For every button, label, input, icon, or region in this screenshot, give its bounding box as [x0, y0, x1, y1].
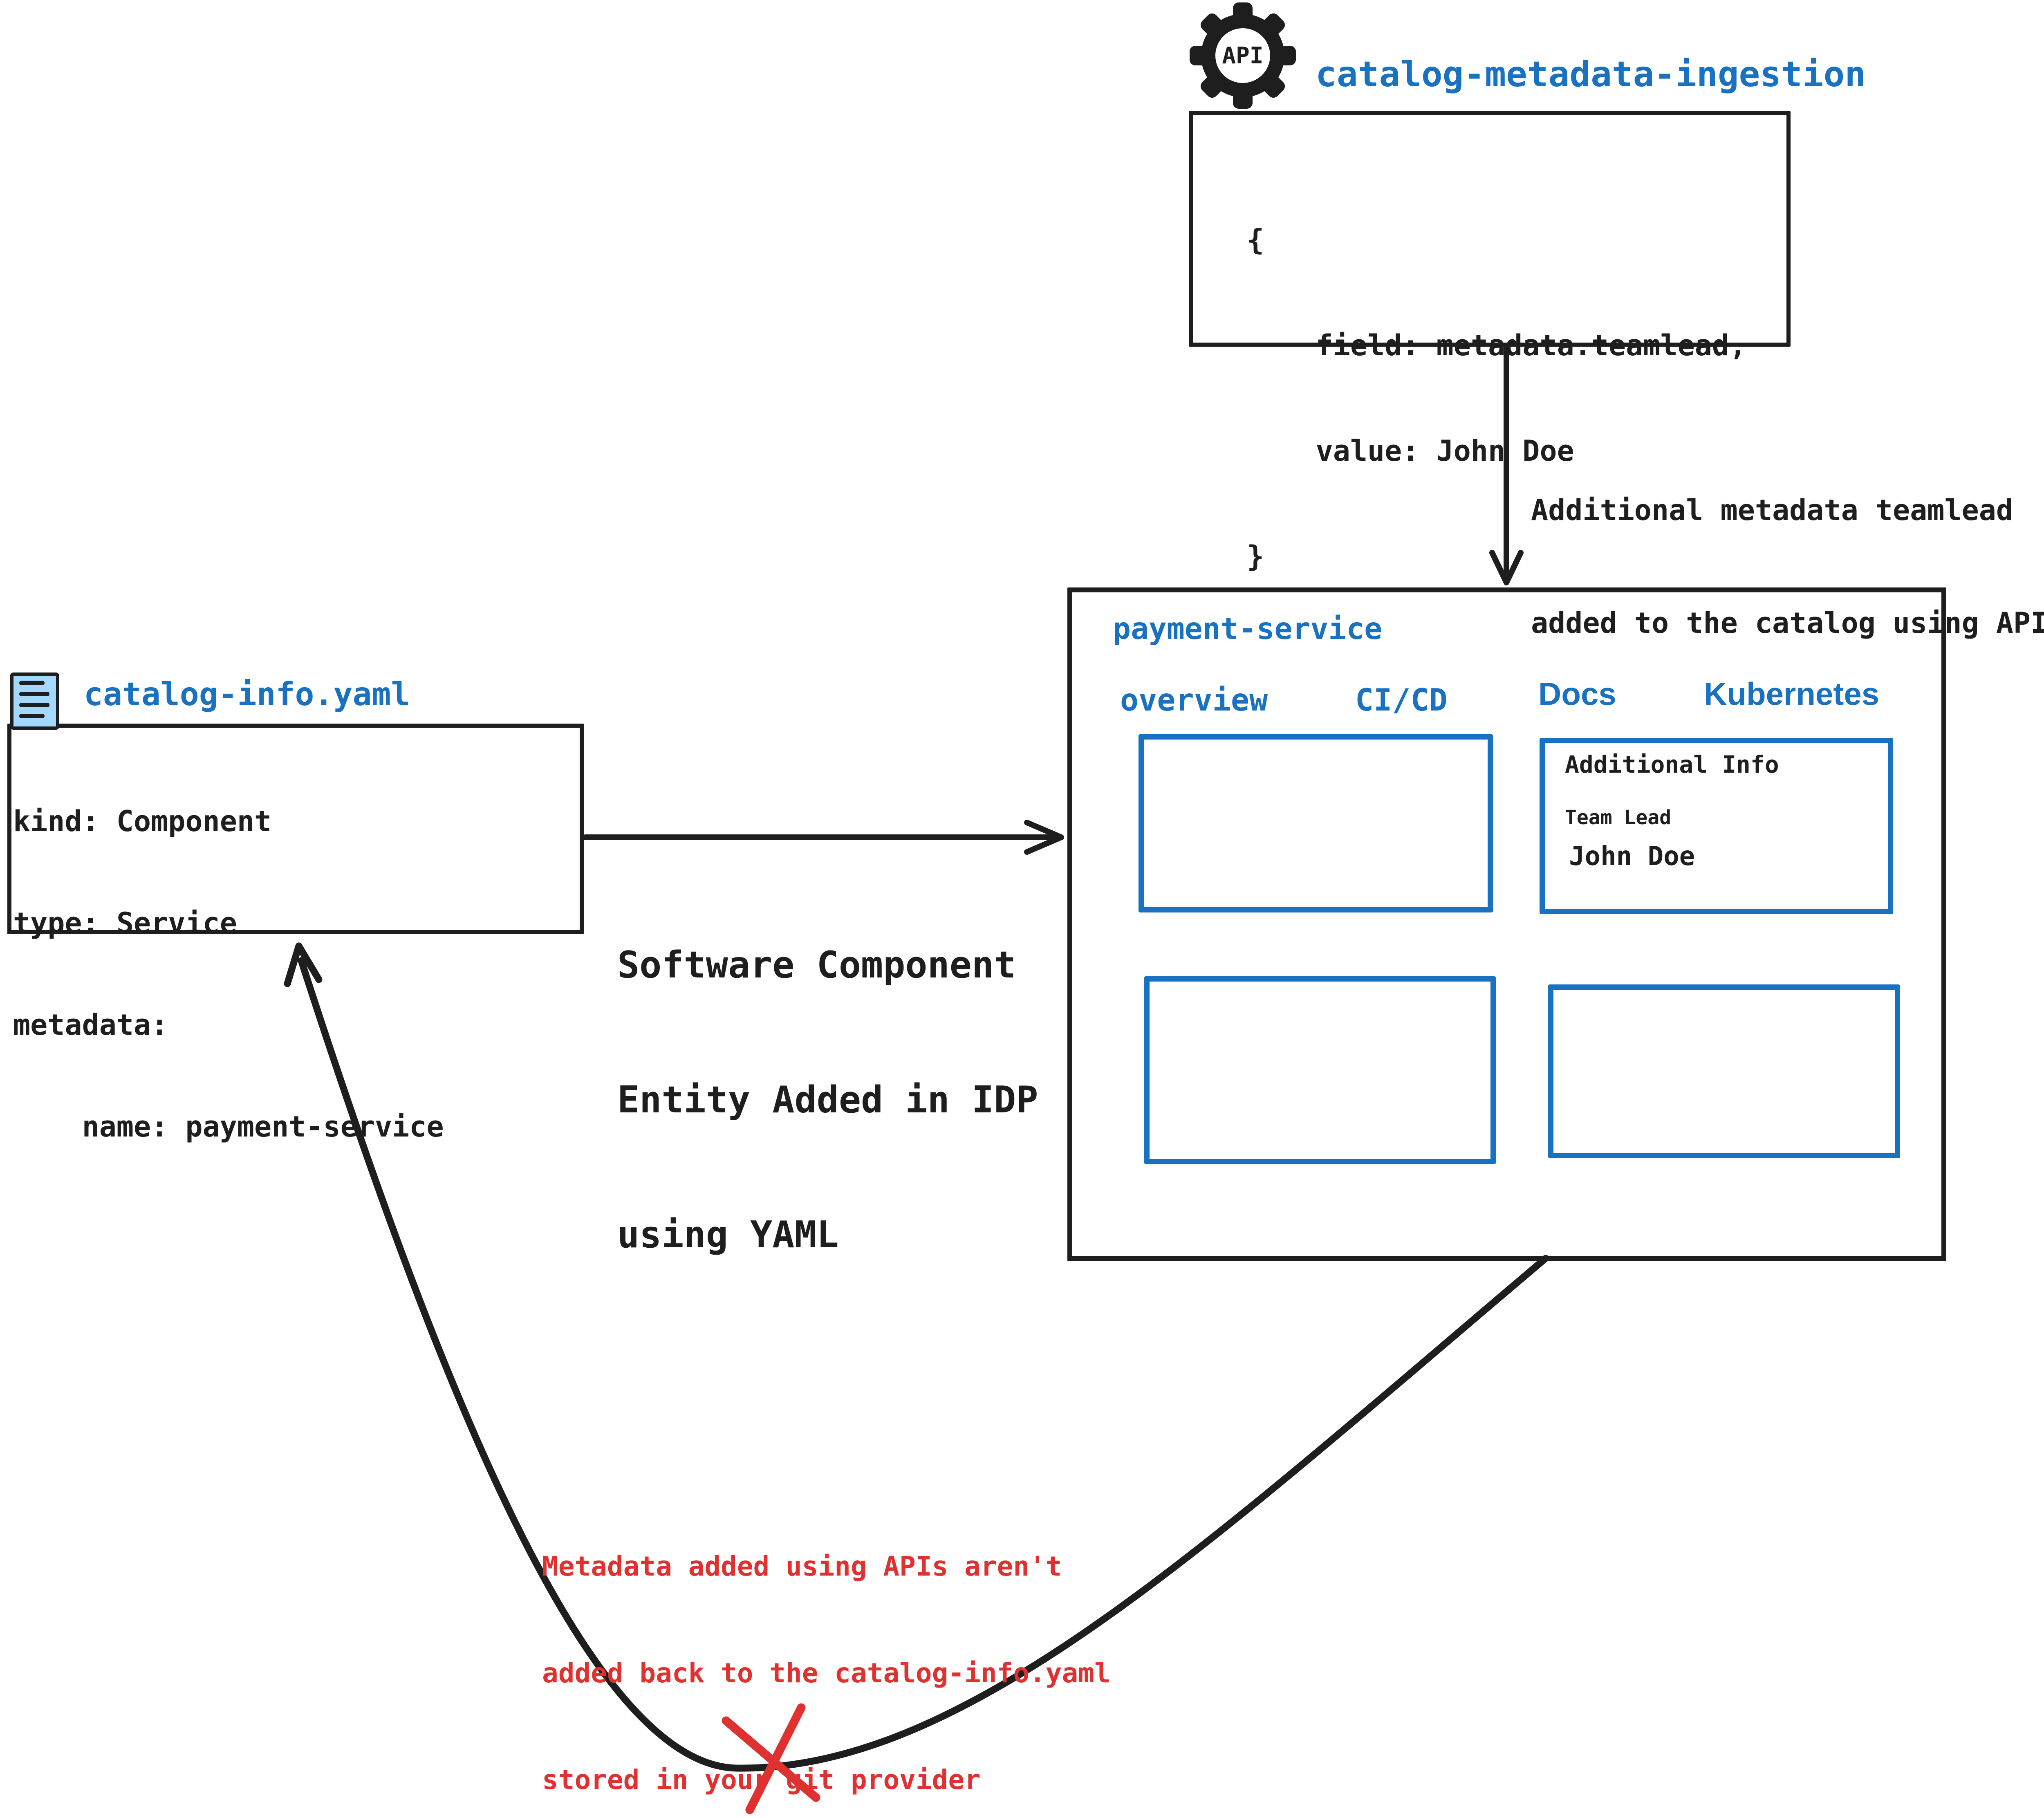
tab-overview: overview	[1120, 682, 1268, 718]
docs-panel	[1540, 738, 1893, 914]
api-arrow-label-line: Additional metadata teamlead	[1531, 493, 2014, 527]
docs-panel-field-value: John Doe	[1569, 841, 1695, 872]
lower-left-panel	[1144, 976, 1496, 1164]
tab-kubernetes: Kubernetes	[1704, 676, 1880, 712]
yaml-code-line: kind: Component	[13, 805, 272, 838]
yaml-code-line: name: payment-service	[13, 1110, 444, 1143]
yaml-arrow-label-line: Software Component	[617, 944, 1016, 986]
tab-cicd: CI/CD	[1355, 682, 1448, 718]
yaml-arrow-label-line: using YAML	[617, 1213, 839, 1256]
api-service-title: catalog-metadata-ingestion	[1316, 54, 1866, 95]
feedback-warning-line: stored in your git provider	[542, 1764, 981, 1796]
yaml-arrow-label-line: Entity Added in IDP	[617, 1078, 1038, 1121]
yaml-code-line: type: Service	[13, 906, 237, 940]
docs-panel-field-label: Team Lead	[1565, 806, 1672, 829]
api-arrow-label: Additional metadata teamlead added to th…	[1531, 416, 2044, 717]
yaml-file-icon	[10, 673, 59, 730]
api-arrow-label-line: added to the catalog using APIs	[1531, 606, 2044, 640]
api-code-box	[1189, 111, 1791, 347]
tab-docs: Docs	[1538, 676, 1616, 712]
yaml-code-line: metadata:	[13, 1008, 168, 1042]
docs-panel-heading: Additional Info	[1565, 751, 1779, 778]
api-code-line: value: John Doe	[1247, 434, 1574, 468]
api-gear-label: API	[1222, 43, 1263, 69]
yaml-to-idp-arrow	[583, 820, 1064, 855]
api-code-line: field: metadata.teamlead,	[1247, 329, 1747, 362]
payment-service-title: payment-service	[1113, 612, 1383, 646]
feedback-warning-note: Metadata added using APIs aren't added b…	[542, 1477, 1111, 1818]
yaml-code-block: kind: Component type: Service metadata: …	[13, 737, 444, 1212]
feedback-warning-line: added back to the catalog-info.yaml	[542, 1657, 1111, 1689]
api-code-line: {	[1247, 223, 1264, 257]
api-code-line: }	[1247, 540, 1264, 573]
api-code-block: { field: metadata.teamlead, value: John …	[1247, 152, 1746, 644]
feedback-warning-line: Metadata added using APIs aren't	[542, 1551, 1062, 1582]
yaml-filename: catalog-info.yaml	[84, 676, 410, 713]
yaml-arrow-label: Software Component Entity Added in IDP u…	[617, 853, 1038, 1347]
lower-right-panel	[1548, 984, 1900, 1158]
yaml-file-box	[7, 724, 584, 934]
overview-panel	[1139, 734, 1493, 912]
